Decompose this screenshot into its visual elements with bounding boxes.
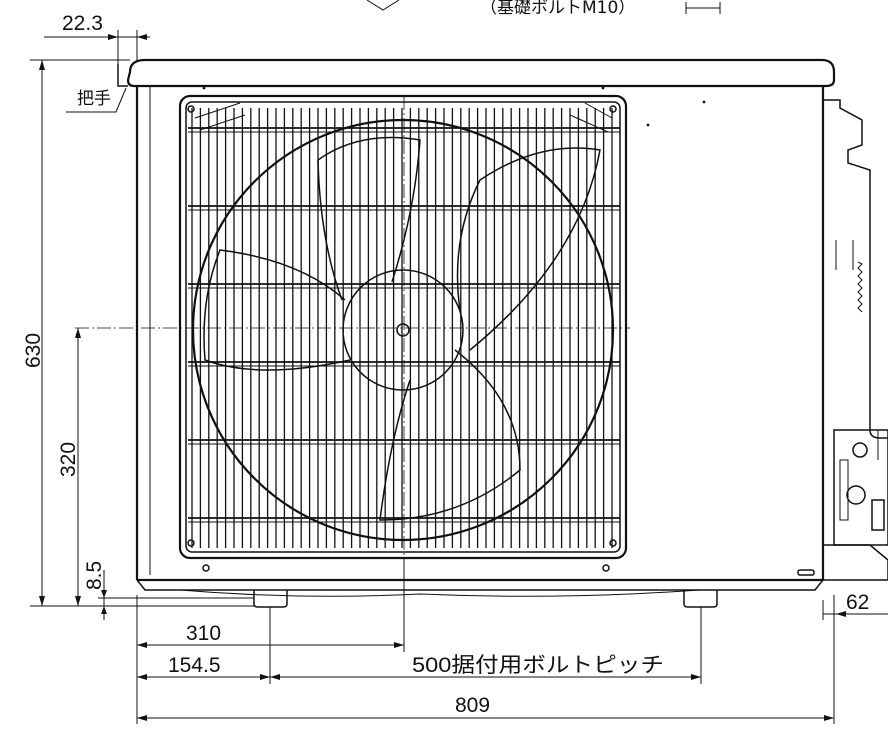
side-grip-texture <box>857 261 863 313</box>
arrow-icon <box>691 674 701 680</box>
header-chevron-mark <box>366 0 400 11</box>
screw-head <box>202 564 210 572</box>
panel-dot <box>601 86 605 90</box>
fan-blade <box>317 136 421 301</box>
right-foot <box>683 590 718 608</box>
valve-cap-icon <box>852 442 868 458</box>
arrow-icon <box>270 674 280 680</box>
right-side-panel <box>823 99 888 581</box>
arrow-icon <box>137 715 147 721</box>
dim-value-22-3: 22.3 <box>62 12 103 35</box>
dimension-total-width: 809 <box>137 595 835 724</box>
fan-hub-center <box>396 323 410 337</box>
leader-line <box>66 87 127 113</box>
dimension-bolt-from-left: 154.5 <box>137 607 271 684</box>
dimension-bolt-pitch: 500据付用ボルトピッチ <box>270 607 702 684</box>
arrow-icon <box>137 34 147 40</box>
base-skirt <box>136 579 824 591</box>
arrow-icon <box>75 596 81 606</box>
handle-label: 把手 <box>77 89 111 109</box>
valve-cap-icon <box>846 485 866 505</box>
dim-value-809: 809 <box>455 694 490 717</box>
panel-dot <box>202 86 206 90</box>
drain-slot <box>797 569 815 576</box>
arrow-icon <box>137 674 147 680</box>
arrow-icon <box>101 590 107 598</box>
handle-grip <box>117 64 128 87</box>
arrow-icon <box>824 715 834 721</box>
panel-dot <box>646 123 650 127</box>
side-panel-profile <box>823 99 888 439</box>
dim-value-630: 630 <box>22 333 45 368</box>
dim-value-bolt-pitch: 500据付用ボルトピッチ <box>412 654 664 677</box>
pipe-stub <box>839 459 849 521</box>
panel-dot <box>702 100 706 104</box>
grille-screw <box>609 539 617 547</box>
arrow-icon <box>260 674 270 680</box>
grille-screw <box>187 105 195 113</box>
arrow-icon <box>137 642 147 648</box>
fan-blade <box>203 249 351 371</box>
dimension-total-height: 630 <box>22 59 254 607</box>
foundation-bolt-note: （基礎ボルトM10） <box>480 0 635 18</box>
side-base-cover <box>823 544 888 581</box>
top-lid <box>126 58 836 88</box>
arrow-icon <box>75 328 81 338</box>
dimension-fan-center-height: 320 <box>57 328 81 606</box>
grille-screw <box>609 105 617 113</box>
dimension-foot-height: 8.5 <box>83 561 254 620</box>
dimension-handle-offset: 22.3 <box>44 12 150 66</box>
arrow-icon <box>39 596 45 606</box>
left-foot <box>253 590 288 608</box>
dim-value-62: 62 <box>846 591 869 614</box>
arrow-icon <box>836 611 846 617</box>
dim-value-8-5: 8.5 <box>83 561 106 590</box>
arrow-icon <box>101 606 107 614</box>
header-dimension-tick <box>685 2 721 14</box>
grille-screw <box>187 539 195 547</box>
fan-blade <box>379 349 521 521</box>
valve-body-icon <box>871 499 885 531</box>
dimension-fan-center-from-left: 310 <box>136 558 405 724</box>
header-fragment: （基礎ボルトM10） <box>366 0 721 18</box>
arrow-icon <box>394 642 404 648</box>
dimension-right-protrusion: 62 <box>822 591 888 620</box>
fan-shroud <box>191 118 615 542</box>
base-curve <box>179 589 701 597</box>
arrow-icon <box>108 34 118 40</box>
dim-value-310: 310 <box>186 622 221 645</box>
fan-grille <box>178 94 628 560</box>
dim-value-154-5: 154.5 <box>168 654 221 677</box>
grille-frame-outer <box>178 94 628 560</box>
dim-value-320: 320 <box>57 442 80 477</box>
screw-head <box>602 564 610 572</box>
handle-callout: 把手 <box>66 87 127 113</box>
unit-body <box>117 58 836 608</box>
grille-frame-inner <box>185 101 621 553</box>
arrow-icon <box>39 60 45 70</box>
